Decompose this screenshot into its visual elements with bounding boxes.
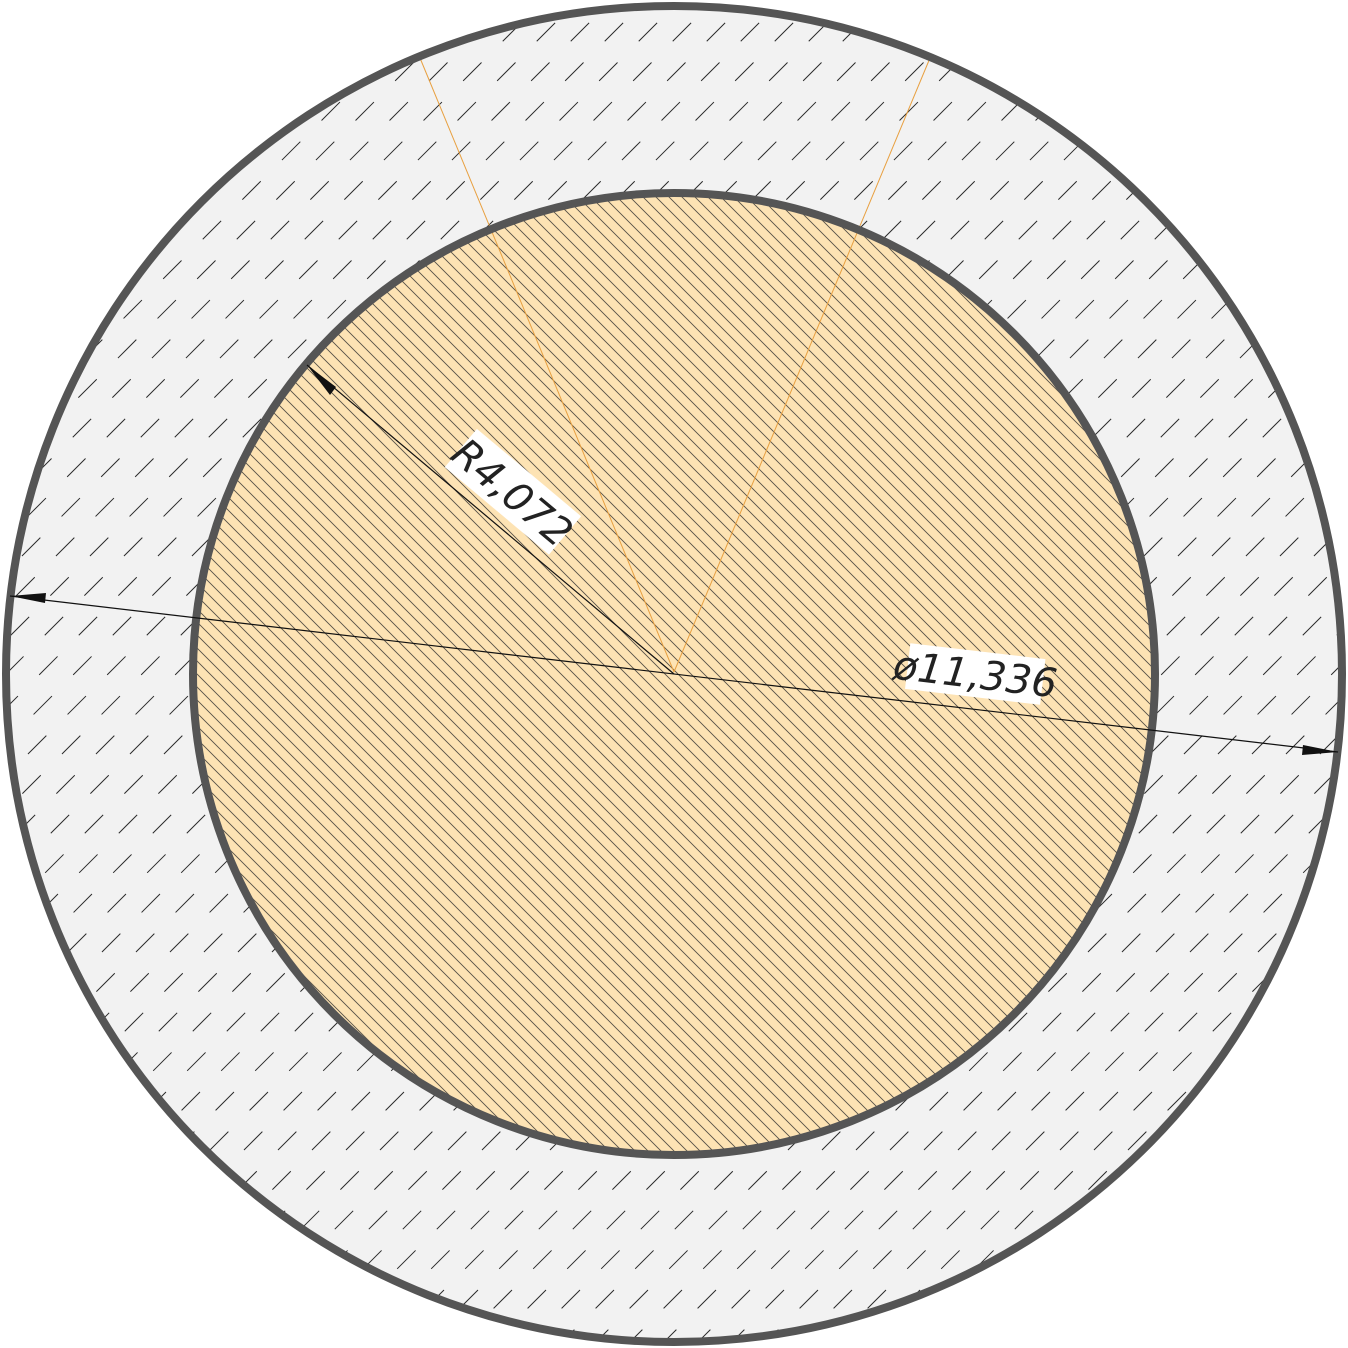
- outer-hatch-line: [6, 6, 477, 1342]
- diameter-label-background: [905, 643, 1046, 705]
- inner-hatch-line: [445, 193, 1155, 1155]
- inner-hatch-line: [193, 193, 794, 1155]
- outer-hatch-line: [487, 6, 1342, 1342]
- radius-label-background: [444, 428, 582, 555]
- radius-dimension-line: [306, 364, 675, 675]
- inner-hatch-line: [193, 193, 833, 1155]
- radius-arrow: [307, 365, 336, 395]
- outer-hatch-line: [6, 6, 579, 1342]
- inner-hatch-line: [419, 193, 1155, 1155]
- inner-hatch-line: [549, 193, 1155, 1155]
- outer-hatch-line: [623, 6, 1342, 1342]
- inner-hatch-line: [562, 193, 1155, 1155]
- outer-hatch-line: [6, 6, 443, 1342]
- inner-hatch-line: [193, 193, 768, 1155]
- inner-hatch-line: [588, 193, 1155, 1155]
- inner-hatch-line: [193, 193, 963, 1155]
- inner-hatch-line: [393, 193, 1155, 1155]
- inner-hatch-line: [193, 193, 820, 1155]
- inner-hatch-line: [536, 193, 1155, 1155]
- inner-hatch-line: [193, 193, 976, 1155]
- inner-hatch-line: [193, 193, 1002, 1155]
- outer-hatch-line: [657, 6, 1342, 1342]
- inner-hatch-line: [193, 193, 885, 1155]
- diameter-arrow-right: [1302, 745, 1338, 755]
- outer-hatch-line: [589, 6, 1342, 1342]
- inner-hatch-line: [471, 193, 1155, 1155]
- outer-hatch-line: [6, 6, 613, 1342]
- inner-hatch-line: [193, 193, 781, 1155]
- inner-hatch-line: [575, 193, 1155, 1155]
- inner-hatch-line: [432, 193, 1155, 1155]
- outer-hatch-line: [6, 6, 681, 1342]
- inner-hatch-line: [193, 193, 937, 1155]
- inner-hatch-line: [193, 193, 742, 1155]
- construction-line-left: [419, 57, 675, 673]
- inner-hatch-line: [193, 193, 924, 1155]
- inner-hatch-line: [601, 193, 1155, 1155]
- construction-line-right: [673, 57, 931, 673]
- inner-hatch-line: [497, 193, 1155, 1155]
- inner-hatch-line: [193, 193, 989, 1155]
- inner-hatch-line: [193, 193, 1041, 1155]
- diameter-arrow-left: [10, 593, 46, 603]
- inner-hatch-line: [406, 193, 1155, 1155]
- outer-hatch-line: [555, 6, 1342, 1342]
- inner-hatch-line: [193, 193, 1015, 1155]
- inner-hatch-line: [523, 193, 1155, 1155]
- outer-hatch-line: [6, 6, 511, 1342]
- outer-hatch-line: [521, 6, 1342, 1342]
- outer-hatch-line: [6, 6, 545, 1342]
- inner-hatch-line: [193, 193, 1054, 1155]
- inner-hatch-line: [458, 193, 1155, 1155]
- inner-hatch-line: [510, 193, 1155, 1155]
- inner-hatch-line: [193, 193, 950, 1155]
- inner-hatch-line: [193, 193, 1028, 1155]
- inner-hatch-line: [380, 193, 1155, 1155]
- outer-hatch-line: [6, 6, 647, 1342]
- inner-disc-outline: [189, 189, 1159, 1159]
- construction-lines: [419, 57, 931, 673]
- inner-hatch-line: [193, 193, 911, 1155]
- inner-hatch-line: [193, 193, 859, 1155]
- inner-hatch-line: [193, 193, 755, 1155]
- inner-hatch-line: [484, 193, 1155, 1155]
- inner-hatch-line: [193, 193, 846, 1155]
- inner-hatch-line: [193, 193, 807, 1155]
- inner-hatch-line: [193, 193, 898, 1155]
